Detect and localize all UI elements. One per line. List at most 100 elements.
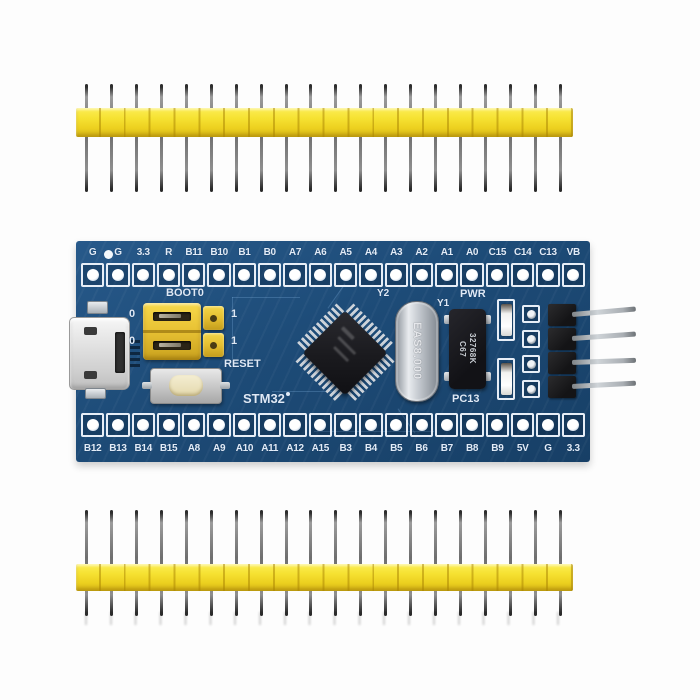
header-pin — [384, 510, 388, 616]
boot0-silkscreen-label: BOOT0 — [166, 287, 204, 299]
header-pin — [334, 84, 338, 192]
y1-silkscreen-label: Y1 — [437, 298, 450, 309]
pin-label: B10 — [210, 247, 228, 258]
pin-label: C15 — [488, 247, 507, 258]
pin-label: R — [165, 247, 172, 258]
hole-plating — [567, 419, 580, 431]
hole-plating — [364, 419, 377, 431]
header-pin — [508, 510, 512, 616]
stm32-silkscreen-label: STM32 — [243, 391, 290, 406]
pin-label: B1 — [238, 247, 251, 258]
hole-plating — [137, 419, 150, 431]
pin-shadow-reflections — [85, 612, 562, 625]
header-pin — [558, 510, 562, 616]
pin-label: A4 — [364, 247, 377, 258]
hole-plating — [289, 419, 302, 431]
header-pin — [234, 84, 238, 192]
header-pin — [533, 84, 537, 192]
pin-label: G — [88, 247, 97, 258]
pin-hole — [511, 263, 535, 287]
header-pin — [109, 84, 113, 192]
pin-hole — [182, 413, 206, 437]
debug-pad-column — [522, 305, 540, 398]
pin-hole — [258, 413, 282, 437]
pin-hole — [435, 413, 459, 437]
pin-hole — [384, 263, 408, 287]
hole-plating — [162, 419, 175, 431]
top-pin-header-pins — [85, 84, 562, 192]
header-pin — [259, 510, 263, 616]
header-pin — [159, 510, 163, 616]
pin-hole — [182, 263, 206, 287]
pin-label: B6 — [415, 443, 428, 454]
pin-label: G — [544, 443, 552, 454]
hole-plating — [289, 269, 302, 281]
header-pin — [334, 510, 338, 616]
hole-plating — [491, 419, 504, 431]
reset-button-lead — [220, 382, 230, 389]
hole-plating — [111, 419, 124, 431]
rtc-crystal-32768: C67 32768K — [449, 309, 486, 389]
pin-label: G — [114, 247, 122, 258]
hole-plating — [213, 269, 226, 281]
hole-plating — [314, 269, 327, 281]
header-pin — [85, 84, 88, 192]
bottom-pin-header-pins — [85, 510, 562, 616]
reset-silkscreen-label: RESET — [224, 358, 261, 370]
pin-hole — [561, 263, 585, 287]
trace-line — [232, 297, 300, 298]
pin-hole — [156, 413, 181, 437]
pin-hole — [511, 413, 535, 437]
hole-plating — [390, 419, 403, 431]
header-pin — [484, 84, 487, 192]
header-pin — [508, 84, 512, 192]
led-body — [500, 304, 512, 336]
pin-hole — [561, 413, 585, 437]
jumper-split-line — [143, 330, 201, 333]
main-crystal-8mhz: EAS8.000 — [395, 301, 439, 402]
hole-plating — [415, 419, 428, 431]
hole-plating — [491, 269, 504, 281]
pin-label: A6 — [314, 247, 327, 258]
header-pin — [359, 84, 363, 192]
pin-hole — [207, 413, 231, 437]
pin-label: B5 — [390, 443, 403, 454]
pin-hole — [258, 263, 282, 287]
pin-hole — [131, 413, 155, 437]
usb-shell-slot — [115, 332, 125, 373]
board-top-hole-row — [80, 263, 586, 289]
pin-label: B4 — [364, 443, 377, 454]
boot-jumper-block — [143, 303, 201, 360]
header-pin — [484, 510, 487, 616]
micro-usb-connector — [69, 317, 130, 390]
y2-silkscreen-label: Y2 — [377, 288, 390, 299]
pin-label: B15 — [159, 443, 178, 454]
solder-pad — [522, 330, 540, 348]
pin-label: B7 — [440, 443, 453, 454]
crystal-lead — [483, 315, 491, 324]
hole-plating — [390, 269, 403, 281]
trace-line — [232, 297, 233, 359]
pin-label: A0 — [466, 247, 479, 258]
jumper-cap-slot — [153, 312, 191, 321]
pin-label: A3 — [390, 247, 403, 258]
trace-line — [272, 391, 332, 392]
pin-label: A1 — [440, 247, 453, 258]
pin-hole — [207, 263, 231, 287]
stm32-text: STM32 — [243, 391, 285, 406]
led-body — [500, 363, 512, 395]
jumper-1-label-top: 1 — [231, 308, 238, 320]
hole-plating — [516, 269, 529, 281]
hole-plating — [440, 269, 453, 281]
hole-plating — [466, 419, 479, 431]
debug-pin — [548, 376, 637, 398]
pin-label: VB — [566, 247, 581, 258]
pin-label: A11 — [261, 443, 279, 454]
chip-marking — [340, 326, 355, 341]
usb-anchor-tab — [84, 327, 97, 335]
pin-hole — [485, 263, 510, 287]
header-pin — [434, 84, 438, 192]
pwr-silkscreen-label: PWR — [460, 288, 486, 300]
pin-label: B11 — [185, 247, 203, 258]
